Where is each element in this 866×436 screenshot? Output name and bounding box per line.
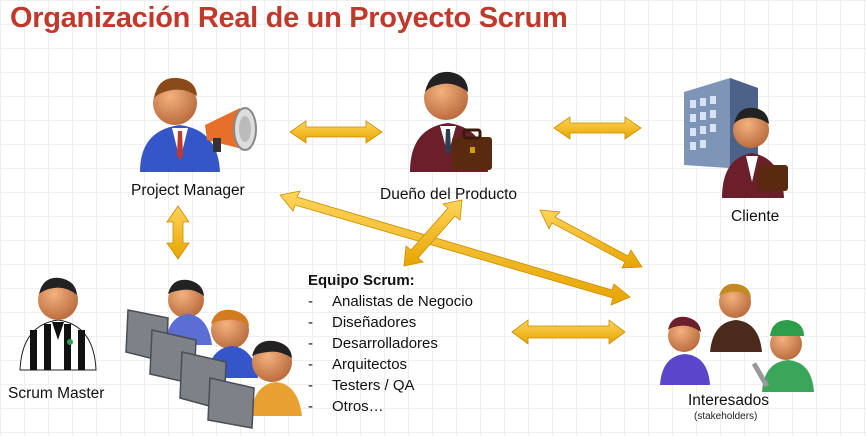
team-member: -Analistas de Negocio — [308, 293, 473, 310]
team-icon — [125, 279, 302, 429]
project-manager-icon — [140, 77, 257, 172]
stakeholders-sublabel: (stakeholders) — [694, 411, 758, 422]
megaphone-icon — [205, 107, 257, 152]
team-member: -Desarrolladores — [308, 335, 438, 352]
computer-monitors — [125, 309, 255, 429]
team-member: -Diseñadores — [308, 314, 417, 331]
scrum-master-label: Scrum Master — [8, 385, 105, 402]
arrow-pm-po — [289, 120, 383, 144]
team-member: -Arquitectos — [308, 356, 408, 373]
product-owner-label: Dueño del Producto — [380, 186, 518, 203]
arrow-po-client — [553, 116, 642, 140]
arrow-po-team — [403, 199, 463, 267]
team-member: -Testers / QA — [308, 377, 415, 394]
stakeholders-icon — [660, 283, 814, 392]
page-title: Organización Real de un Proyecto Scrum — [10, 2, 568, 34]
team-member: -Otros… — [308, 398, 384, 415]
team-heading: Equipo Scrum: — [308, 272, 415, 289]
scrum-master-icon — [19, 277, 97, 371]
arrow-pm-team — [166, 205, 190, 260]
product-owner-icon — [410, 71, 492, 172]
wrench-icon — [751, 362, 770, 388]
client-icon — [684, 78, 788, 198]
arrow-po-stakeholders — [539, 209, 643, 269]
project-manager-label: Project Manager — [131, 182, 245, 199]
briefcase-icon — [452, 128, 492, 170]
arrow-pm-stakeholders — [279, 190, 631, 306]
client-label: Cliente — [731, 208, 780, 225]
arrows — [166, 116, 643, 345]
arrow-team-stakeholders — [511, 319, 626, 345]
stakeholders-label: Interesados — [688, 392, 769, 409]
scrum-team-list: Equipo Scrum: -Analistas de Negocio -Dis… — [308, 270, 473, 417]
